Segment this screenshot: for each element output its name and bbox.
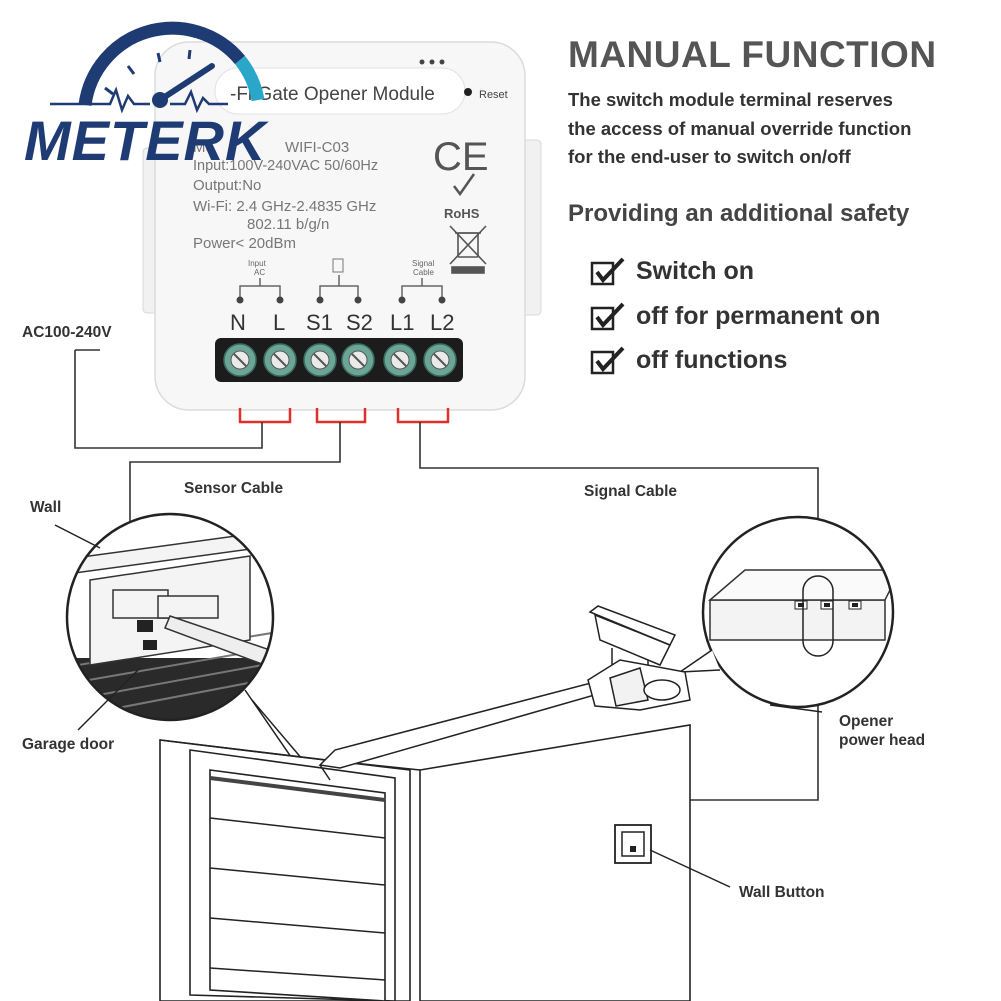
feature-label: off for permanent on [636, 301, 881, 330]
terminal-screw-slot [273, 353, 287, 367]
led-dot [429, 59, 435, 65]
model-label: Mo [193, 139, 214, 156]
feature-label: Switch on [636, 256, 755, 285]
feature-item: off for permanent on [590, 301, 880, 331]
switch-symbol-icon [332, 258, 344, 273]
module-title: -Fi Gate Opener Module [230, 84, 435, 105]
checkbox-icon [590, 257, 625, 286]
terminal-screw-slot [233, 353, 247, 367]
opener-terminal-highlight [802, 575, 834, 657]
garage-door-panels [209, 776, 386, 981]
garage-structure [159, 724, 691, 1001]
group-cable-label: Cable [413, 268, 434, 277]
model-value: WIFI-C03 [285, 139, 349, 156]
wall-zoom-detail [67, 514, 273, 720]
checkbox-icon [590, 346, 625, 375]
wall-button [614, 824, 652, 864]
terminal-label-l1: L1 [390, 310, 414, 335]
subtitle: Providing an additional safety [568, 200, 910, 227]
wifi-standard: 802.11 b/g/n [247, 216, 329, 233]
garage-door-label: Garage door [22, 736, 114, 753]
leader-lines [54, 524, 823, 888]
terminal-label-s1: S1 [306, 310, 333, 335]
wall-zoom-circle [65, 512, 275, 722]
rohs-check-icon [453, 173, 476, 197]
opener-label-line2: power head [839, 732, 925, 749]
opener-label-line1: Opener [839, 713, 893, 730]
power-spec: Power< 20dBm [193, 235, 296, 252]
wall-label: Wall [30, 499, 61, 516]
terminal-label-s2: S2 [346, 310, 373, 335]
terminal-screws [223, 343, 457, 377]
page-title: MANUAL FUNCTION [568, 34, 937, 75]
weee-bin-icon [449, 225, 487, 274]
group-ac-label: AC [254, 268, 265, 277]
terminal-label-n: N [230, 310, 246, 335]
terminal-dots [236, 296, 446, 304]
opener-zoom-circle [701, 515, 895, 709]
feature-item: off functions [590, 345, 787, 375]
meterk-logo: METERK [24, 21, 269, 172]
input-spec: Input:100V-240VAC 50/60Hz [193, 158, 378, 174]
rohs-mark: RoHS [444, 206, 480, 221]
terminal-screw-slot [433, 353, 447, 367]
signal-cable-label: Signal Cable [584, 483, 677, 500]
wifi-spec: Wi-Fi: 2.4 GHz-2.4835 GHz [193, 198, 376, 215]
module-body [154, 41, 526, 411]
terminal-label-l: L [273, 310, 285, 335]
group-input-label: Input [248, 259, 267, 268]
terminal-screw-slot [313, 353, 327, 367]
led-dot [439, 59, 445, 65]
sensor-cable-label: Sensor Cable [184, 480, 283, 497]
led-dot [419, 59, 425, 65]
description-line: for the end-user to switch on/off [568, 146, 851, 167]
feature-item: Switch on [590, 256, 754, 286]
group-signal-label: Signal [412, 259, 434, 268]
opener-power-head [587, 605, 691, 711]
red-wire-brackets [238, 408, 450, 424]
ce-mark: CE [433, 135, 489, 179]
brand-name: METERK [24, 109, 269, 172]
description-line: the access of manual override function [568, 117, 912, 139]
terminal-screw-slot [393, 353, 407, 367]
output-spec: Output:No [193, 177, 261, 194]
reset-label: Reset [479, 89, 508, 101]
terminal-screw-slot [351, 353, 365, 367]
description-line: The switch module terminal reserves [568, 89, 893, 110]
terminal-label-l2: L2 [430, 310, 454, 335]
description: The switch module terminal reserves the … [568, 86, 911, 172]
terminal-brackets [239, 275, 443, 300]
ac-voltage-label: AC100-240V [22, 324, 112, 341]
wall-button-label: Wall Button [739, 884, 825, 901]
checkbox-icon [590, 302, 625, 331]
reset-button[interactable] [464, 88, 472, 96]
feature-label: off functions [636, 345, 788, 374]
